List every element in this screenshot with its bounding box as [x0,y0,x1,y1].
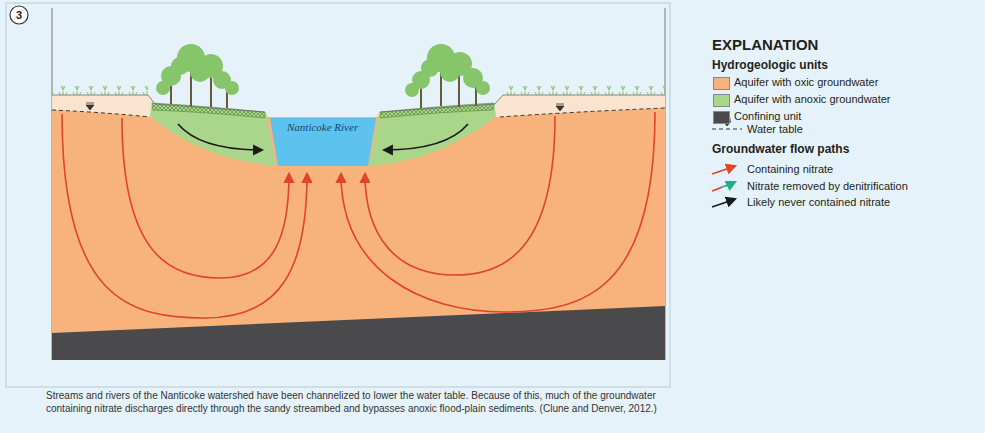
trees [405,44,490,108]
anoxic-aquifer [150,103,276,166]
legend-text: Confining unit [734,110,801,122]
legend-subheading: Hydrogeologic units [712,58,828,72]
unsaturated-zone [52,95,665,360]
water-table-symbol [556,104,564,111]
legend-text: Containing nitrate [747,163,833,175]
panel-frame [6,3,670,387]
confining-unit [52,306,665,360]
callout-circle [10,6,28,24]
trees [156,44,239,108]
legend-swatch [713,111,730,124]
flow-path-nitrate [62,112,655,318]
grass [505,86,665,95]
legend-text: Likely never contained nitrate [747,196,890,208]
callout-number: 3 [16,9,22,21]
legend-heading: EXPLANATION [712,36,818,53]
oxic-aquifer [52,108,665,360]
grass [52,86,148,95]
legend-text: Aquifer with oxic groundwater [734,76,878,88]
caption: Streams and rivers of the Nanticoke wate… [46,389,658,415]
anoxic-aquifer [369,103,496,166]
land-surface [52,95,665,112]
river-channel: Nanticoke River [270,115,376,166]
water-table-symbol [86,103,94,110]
river-label: Nanticoke River [287,121,358,133]
legend-samples [712,119,742,207]
legend-swatch [713,77,730,90]
water-table [52,108,665,117]
legend-text: Water table [747,123,803,135]
legend-text: Nitrate removed by denitrification [747,180,908,192]
river-water [270,118,376,166]
legend-text: Aquifer with anoxic groundwater [734,93,891,105]
legend-swatch [713,94,730,107]
legend-subheading: Groundwater flow paths [712,142,849,156]
